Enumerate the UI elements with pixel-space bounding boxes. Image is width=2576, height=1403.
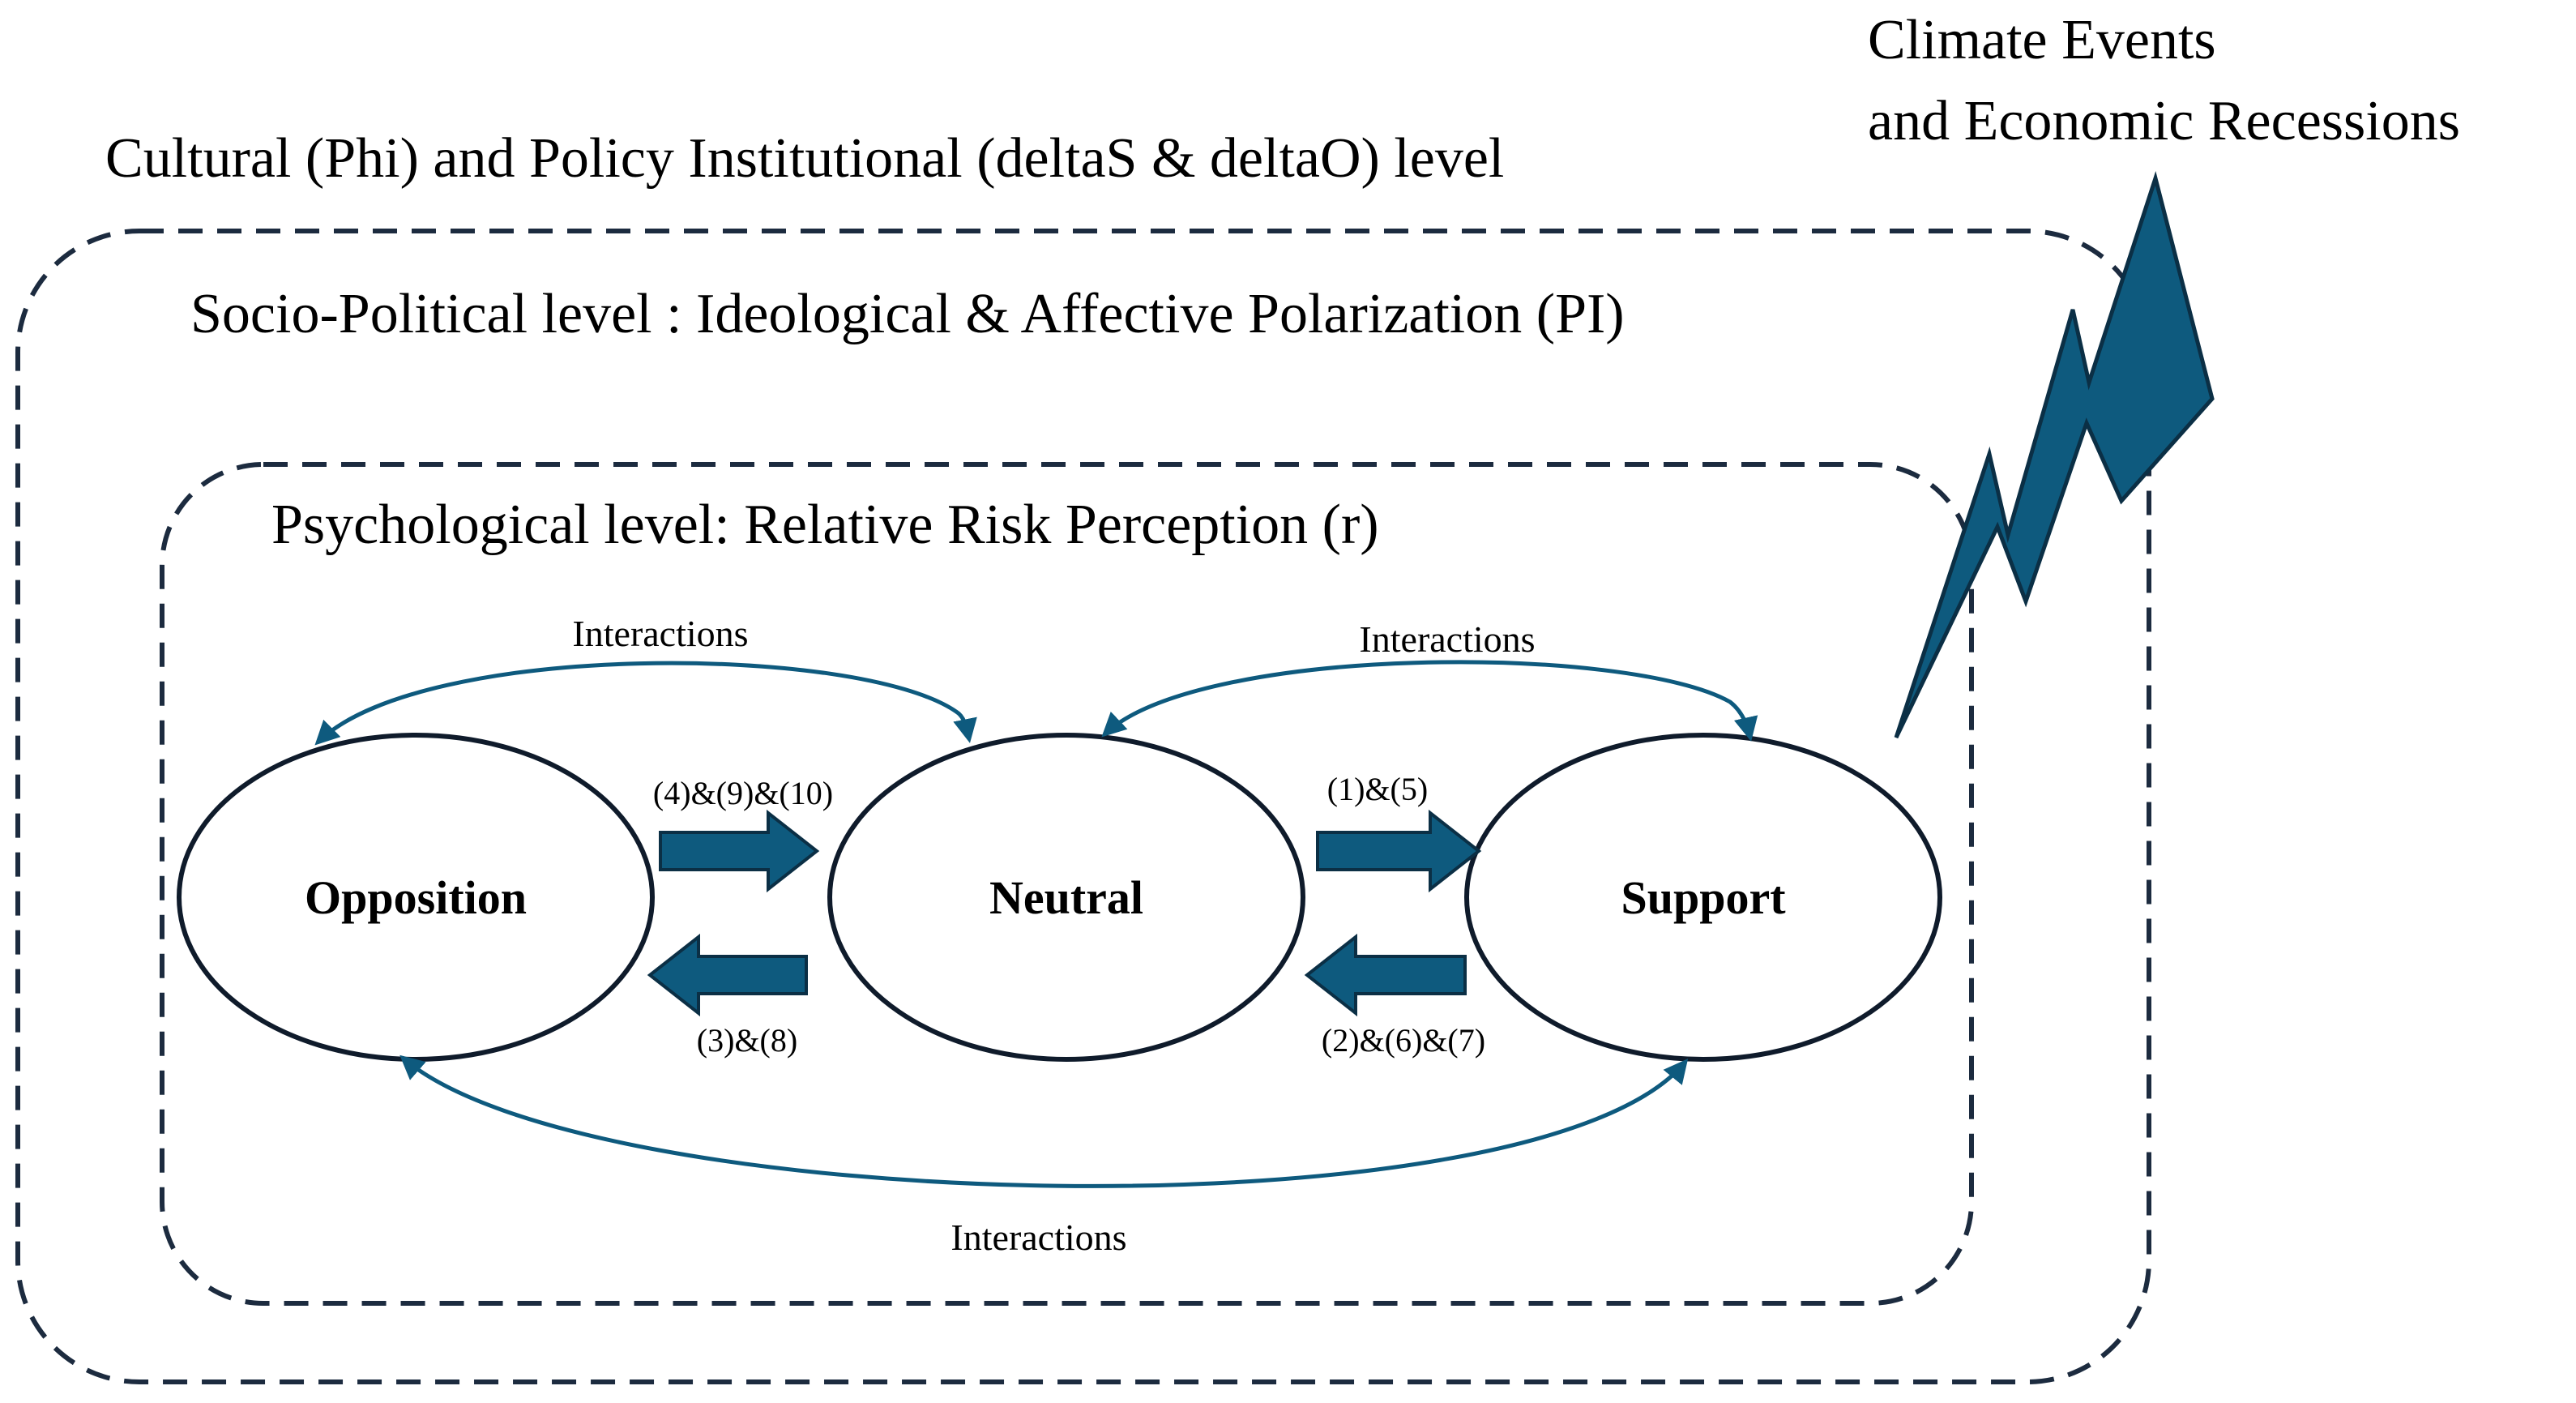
node-opposition-label: Opposition bbox=[305, 871, 527, 924]
node-neutral-label: Neutral bbox=[989, 871, 1143, 924]
climate-events-label-line2: and Economic Recessions bbox=[1868, 90, 2460, 152]
label-neutral-to-opposition: (3)&(8) bbox=[697, 1022, 797, 1059]
arrow-opposition-to-neutral bbox=[659, 809, 820, 893]
socio-political-level-label: Socio-Political level : Ideological & Af… bbox=[190, 283, 1625, 345]
label-neutral-to-support: (1)&(5) bbox=[1327, 771, 1428, 807]
interaction-curve-opposition-neutral bbox=[314, 661, 977, 746]
label-opposition-to-neutral: (4)&(9)&(10) bbox=[653, 775, 833, 811]
interaction-curve-neutral-support bbox=[1101, 660, 1758, 742]
node-support-label: Support bbox=[1621, 871, 1786, 924]
interaction-curve-opposition-support bbox=[399, 1054, 1689, 1188]
interactions-label-neutral-support: Interactions bbox=[1359, 618, 1535, 660]
psychological-level-boundary bbox=[160, 462, 1974, 1306]
arrow-neutral-to-support bbox=[1316, 809, 1482, 893]
lightning-bolt-icon bbox=[1894, 171, 2215, 739]
outer-level-boundary bbox=[15, 229, 2151, 1384]
interactions-label-opposition-neutral: Interactions bbox=[572, 613, 748, 654]
label-support-to-neutral: (2)&(6)&(7) bbox=[1322, 1022, 1485, 1059]
arrow-neutral-to-opposition bbox=[647, 933, 808, 1017]
climate-events-label-line1: Climate Events bbox=[1868, 9, 2216, 71]
arrow-support-to-neutral bbox=[1304, 933, 1467, 1017]
psychological-level-label: Psychological level: Relative Risk Perce… bbox=[271, 494, 1379, 556]
interactions-label-opposition-support: Interactions bbox=[951, 1217, 1126, 1258]
cultural-level-label: Cultural (Phi) and Policy Institutional … bbox=[105, 127, 1504, 190]
